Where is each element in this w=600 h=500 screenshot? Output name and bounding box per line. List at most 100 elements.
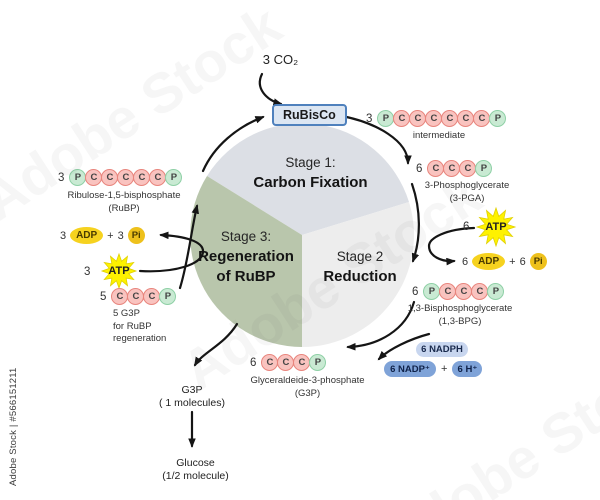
carbon-bead: C	[425, 110, 443, 127]
stage1-title: Stage 1: Carbon Fixation	[238, 152, 383, 193]
adp-badge: ADP	[472, 253, 506, 270]
phosphate-bead: P	[159, 288, 177, 305]
molecule-count: 3	[58, 171, 65, 184]
intermediate-label: intermediate	[412, 130, 466, 141]
nadp-badge: 6 NADP⁺	[384, 361, 436, 377]
co2-label: 3 CO₂	[262, 52, 299, 67]
carbon-bead: C	[393, 110, 411, 127]
stage3-name-line2: of RuBP	[216, 268, 276, 285]
carbon-bead: C	[443, 160, 461, 177]
nadph-badge: 6 NADPH	[416, 342, 468, 357]
co2-to-rubisco-arrow	[258, 72, 283, 106]
adp-badge: ADP	[70, 227, 104, 244]
carbon-bead: C	[133, 169, 151, 186]
g3p-label: Glyceraldeide-3-phosphate (G3P)	[250, 375, 365, 399]
rubisco-box: RuBisCo	[272, 104, 347, 126]
adp-left-count: 3	[60, 229, 67, 242]
atp-left-count: 3	[84, 266, 91, 278]
plus-sign: +	[107, 229, 114, 242]
bpg-to-g3p-arrow	[346, 300, 416, 351]
pga-label: 3-Phosphoglycerate (3-PGA)	[424, 180, 510, 204]
pi-badge: Pi	[127, 227, 145, 244]
atp-right-count: 6	[463, 221, 470, 233]
carbon-bead: C	[293, 354, 311, 371]
atp-right-label: ATP	[485, 221, 507, 233]
g3p-to-rubp-arrow	[178, 204, 199, 290]
h-plus-badge: 6 H⁺	[452, 361, 483, 377]
phosphate-bead: P	[69, 169, 87, 186]
carbon-bead: C	[143, 288, 161, 305]
molecule-count: 6	[416, 162, 423, 175]
molecule-count: 5	[100, 290, 107, 303]
atp-to-adp-left-arrow	[138, 231, 205, 273]
stage1-name: Carbon Fixation	[253, 174, 368, 191]
watermark-stock-id: Adobe Stock | #566151211	[8, 367, 19, 486]
nadp-group: 6 NADP⁺ + 6 H⁺	[384, 361, 483, 377]
phosphate-bead: P	[165, 169, 183, 186]
adp-right-count: 6	[462, 255, 469, 268]
pi-right-count: 6	[519, 255, 526, 268]
carbon-bead: C	[101, 169, 119, 186]
carbon-bead: C	[277, 354, 295, 371]
stage2-wedge	[302, 202, 414, 347]
bpg-label: 1,3-Bisphosphoglycerate (1,3-BPG)	[407, 303, 513, 327]
adp-right-group: 6 ADP + 6 Pi	[462, 253, 547, 270]
atp-to-adp-right-arrow	[427, 226, 476, 266]
carbon-bead: C	[149, 169, 167, 186]
atp-burst-right-icon	[475, 206, 517, 248]
rubp-to-rubisco-arrow	[201, 115, 265, 173]
stage1-wedge	[207, 123, 409, 235]
carbon-bead: C	[457, 110, 475, 127]
stage2-title: Stage 2 Reduction	[298, 246, 422, 287]
carbon-bead: C	[439, 283, 457, 300]
atp-left-label: ATP	[108, 265, 130, 277]
phosphate-bead: P	[423, 283, 441, 300]
phosphate-bead: P	[487, 283, 505, 300]
plus-sign: +	[509, 255, 516, 268]
molecule-count: 3	[366, 112, 373, 125]
carbon-bead: C	[409, 110, 427, 127]
carbon-bead: C	[127, 288, 145, 305]
pi-left-count: 3	[117, 229, 124, 242]
nadph-to-nadp-arrow	[377, 332, 431, 361]
carbon-bead: C	[111, 288, 129, 305]
carbon-bead: C	[441, 110, 459, 127]
phosphate-bead: P	[377, 110, 395, 127]
carbon-bead: C	[471, 283, 489, 300]
carbon-bead: C	[261, 354, 279, 371]
carbon-bead: C	[427, 160, 445, 177]
stage1-number: Stage 1:	[285, 155, 336, 170]
adp-left-group: 3 ADP + 3 Pi	[60, 227, 145, 244]
stage2-name: Reduction	[323, 268, 397, 285]
g3p-regen-label: 5 G3P for RuBP regeneration	[113, 308, 167, 344]
carbon-bead: C	[455, 283, 473, 300]
g3p-output-label: G3P ( 1 molecules)	[159, 384, 225, 409]
stage3-title: Stage 3: Regeneration of RuBP	[184, 226, 308, 287]
phosphate-bead: P	[489, 110, 507, 127]
carbon-bead: C	[459, 160, 477, 177]
stage3-wedge	[190, 176, 302, 347]
phosphate-bead: P	[475, 160, 493, 177]
carbon-bead: C	[117, 169, 135, 186]
stage3-number: Stage 3:	[220, 229, 272, 244]
stage2-number: Stage 2	[336, 249, 384, 264]
rubisco-to-pga-arrow	[340, 114, 412, 165]
stage3-name-line1: Regeneration	[198, 248, 294, 265]
pi-badge: Pi	[529, 253, 547, 270]
carbon-bead: C	[85, 169, 103, 186]
carbon-bead: C	[473, 110, 491, 127]
pga-to-bpg-arrow	[410, 182, 420, 263]
plus-sign: +	[441, 363, 448, 375]
rubp-label: Ribulose-1,5-bisphosphate (RuBP)	[67, 190, 181, 214]
cycle-to-g3p-output-arrow	[193, 322, 239, 367]
molecule-count: 6	[250, 356, 257, 369]
phosphate-bead: P	[309, 354, 327, 371]
